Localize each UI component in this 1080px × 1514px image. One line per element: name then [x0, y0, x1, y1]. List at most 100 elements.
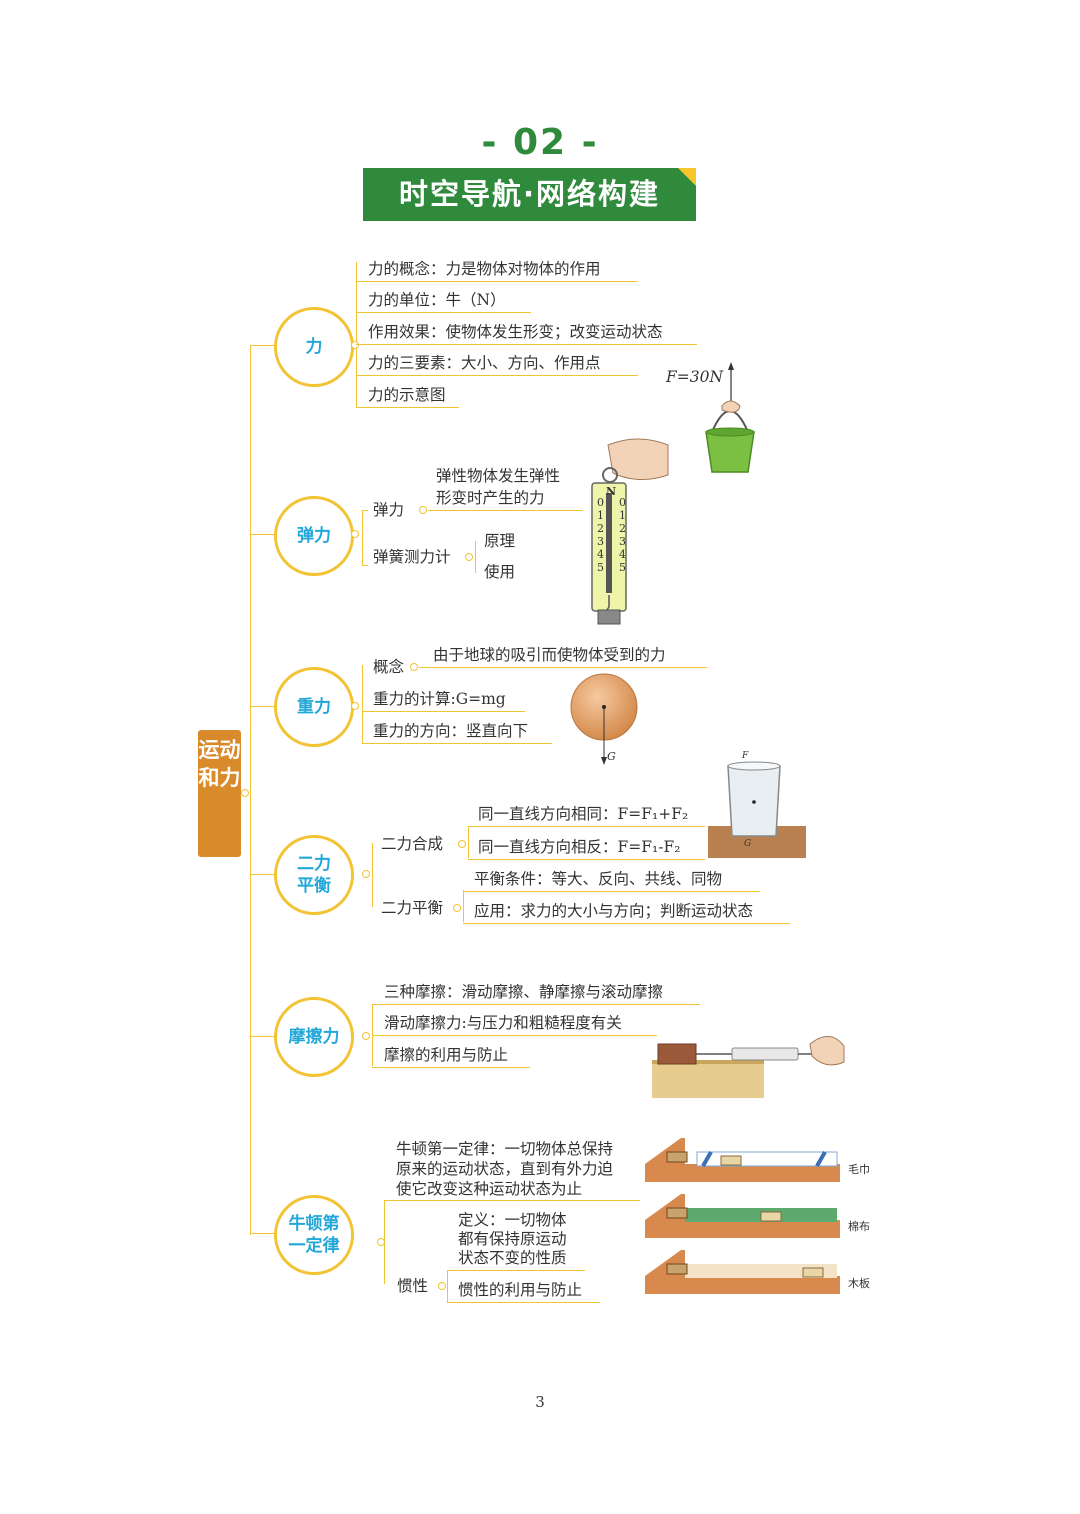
li-underline-2 — [356, 312, 531, 313]
balance-application-line — [463, 923, 790, 924]
section-banner: 时空导航·网络构建 — [363, 168, 696, 221]
node-newton: 牛顿第一定律 — [274, 1195, 354, 1275]
li-knot — [351, 341, 359, 349]
zhongli-concept-line — [419, 667, 707, 668]
tanli-tick-1 — [362, 510, 368, 511]
balance-knot — [362, 870, 370, 878]
node-li-label: 力 — [305, 337, 323, 357]
node-newton-label: 牛顿第一定律 — [289, 1213, 340, 1257]
tanli-meter: 弹簧测力计 — [373, 548, 451, 566]
scale-tick-5-r: 5 — [619, 561, 626, 574]
zhongli-calc: 重力的计算:G=mg — [373, 690, 506, 708]
li-underline-5 — [356, 407, 459, 408]
node-friction: 摩擦力 — [274, 997, 354, 1077]
scale-tick-0-l: 0 — [597, 496, 604, 509]
tanli-meter-bracket — [475, 541, 476, 573]
node-balance-label: 二力平衡 — [297, 853, 331, 897]
zhongli-concept: 概念 — [373, 658, 405, 676]
compose-same-line — [468, 826, 705, 827]
page-number: 3 — [535, 1393, 545, 1411]
balance-sub-bracket — [463, 890, 464, 922]
scale-tick-1-l: 1 — [597, 509, 604, 522]
banner-corner — [678, 168, 696, 186]
node-tanli-label: 弹力 — [297, 526, 331, 546]
balance-balance: 二力平衡 — [381, 899, 444, 917]
banner-title: 时空导航·网络构建 — [398, 177, 661, 211]
surface-towel-label: 毛巾 — [848, 1163, 870, 1176]
tanli-tick-2 — [362, 565, 368, 566]
branch-zhongli-line — [250, 706, 276, 707]
compose-opp: 同一直线方向相反：F=F₁-F₂ — [478, 838, 681, 856]
friction-line-1 — [372, 1004, 700, 1005]
spring-scale-illustration — [591, 438, 669, 625]
zhongli-calc-line — [362, 711, 525, 712]
branch-newton-line — [250, 1233, 276, 1234]
tanli-meter-knot — [465, 553, 473, 561]
incline-experiments-illustration — [645, 1138, 840, 1294]
glass-on-table-illustration — [708, 761, 806, 858]
friction-line-3 — [372, 1067, 530, 1068]
compose-bracket — [468, 826, 469, 858]
inertia-def-line — [447, 1270, 585, 1271]
tanli-elastic-knot — [419, 506, 427, 514]
inertia-knot — [438, 1282, 446, 1290]
root-node: 运动和力 — [198, 730, 241, 857]
li-underline-1 — [356, 281, 637, 282]
node-li: 力 — [274, 307, 354, 387]
zhongli-knot — [351, 702, 359, 710]
balance-sub-knot — [453, 904, 461, 912]
ball-gravity-illustration — [570, 673, 638, 765]
li-underline-3 — [356, 344, 697, 345]
node-balance-label-1: 二力 — [297, 854, 331, 874]
compose-knot — [458, 840, 466, 848]
zhongli-concept-def: 由于地球的吸引而使物体受到的力 — [433, 646, 666, 664]
tanli-elastic: 弹力 — [373, 501, 405, 519]
root-label: 运动和力 — [198, 738, 241, 790]
compose-opp-line — [468, 859, 705, 860]
surface-cotton-label: 棉布 — [848, 1220, 870, 1233]
branch-li-line — [250, 345, 276, 346]
bucket-illustration — [705, 362, 755, 473]
friction-item-3: 摩擦的利用与防止 — [384, 1046, 509, 1064]
node-balance-label-2: 平衡 — [297, 876, 331, 896]
node-balance: 二力平衡 — [274, 835, 354, 915]
balance-condition-line — [463, 891, 760, 892]
balance-compose: 二力合成 — [381, 835, 444, 853]
scale-tick-2-r: 2 — [619, 522, 626, 535]
surface-wood-label: 木板 — [848, 1277, 870, 1290]
newton-law-2: 原来的运动状态，直到有外力迫 — [396, 1160, 614, 1178]
inertia-bracket — [447, 1270, 448, 1302]
balance-application: 应用：求力的大小与方向；判断运动状态 — [474, 902, 754, 920]
li-item-unit: 力的单位：牛（N） — [368, 291, 506, 309]
li-item-three-elements: 力的三要素：大小、方向、作用点 — [368, 354, 601, 372]
scale-tick-0-r: 0 — [619, 496, 626, 509]
tanli-bracket — [362, 510, 363, 565]
branch-tanli-line — [250, 534, 276, 535]
node-friction-label: 摩擦力 — [288, 1027, 340, 1047]
inertia-def-3: 状态不变的性质 — [458, 1249, 567, 1267]
node-newton-label-1: 牛顿第 — [288, 1214, 340, 1234]
scale-tick-5-l: 5 — [597, 561, 604, 574]
scale-tick-3-r: 3 — [619, 535, 626, 548]
compose-same: 同一直线方向相同：F=F₁+F₂ — [478, 805, 689, 823]
root-knot — [241, 789, 249, 797]
tanli-elastic-def-1: 弹性物体发生弹性 — [436, 467, 561, 485]
li-item-concept: 力的概念：力是物体对物体的作用 — [368, 260, 601, 278]
glass-f-label: F — [742, 751, 749, 761]
friction-knot — [362, 1032, 370, 1040]
scale-unit: N — [606, 485, 617, 498]
newton-bracket — [384, 1200, 385, 1284]
scale-tick-4-r: 4 — [619, 548, 626, 561]
newton-law-3: 使它改变这种运动状态为止 — [396, 1180, 583, 1198]
scale-tick-2-l: 2 — [597, 522, 604, 535]
friction-experiment-illustration — [652, 1036, 845, 1098]
newton-law-line — [384, 1200, 640, 1201]
inertia-use-line — [447, 1302, 600, 1303]
inertia-def-2: 都有保持原运动 — [458, 1230, 567, 1248]
zhongli-bracket — [362, 665, 363, 743]
trunk-line — [250, 345, 251, 1235]
inertia-def-1: 定义：一切物体 — [458, 1211, 567, 1229]
tanli-elastic-line — [428, 510, 583, 511]
tanli-knot — [351, 530, 359, 538]
node-zhongli-label: 重力 — [297, 697, 331, 717]
